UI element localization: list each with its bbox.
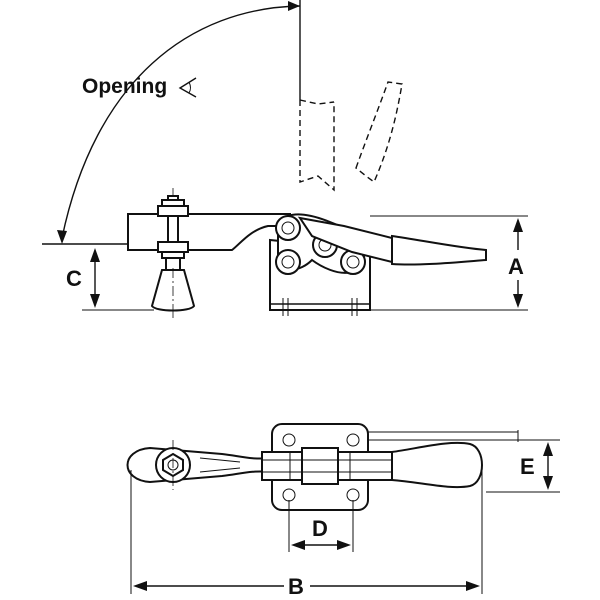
pivot-1 bbox=[275, 215, 301, 241]
top-arm bbox=[126, 446, 271, 484]
label-d: D bbox=[312, 516, 328, 541]
label-b: B bbox=[288, 574, 304, 599]
dimension-b bbox=[130, 466, 483, 598]
label-a: A bbox=[508, 254, 524, 279]
spindle-nut-top bbox=[157, 205, 189, 217]
opening-arc bbox=[57, 1, 301, 244]
clamp-arm bbox=[127, 213, 291, 251]
angle-icon bbox=[178, 77, 197, 98]
opening-label: Opening bbox=[82, 75, 167, 98]
handle-grip bbox=[391, 234, 487, 266]
open-handle-tilted bbox=[355, 81, 403, 184]
label-e: E bbox=[520, 454, 535, 479]
label-c: C bbox=[66, 266, 82, 291]
side-view: Opening bbox=[42, 0, 532, 318]
dimension-d bbox=[288, 500, 354, 552]
mount-hole-2 bbox=[346, 433, 360, 447]
open-arm-vertical bbox=[299, 100, 335, 192]
dimension-e bbox=[486, 439, 560, 493]
top-view: E D B bbox=[126, 423, 560, 599]
spindle-nut-bottom bbox=[157, 241, 189, 253]
top-handle bbox=[391, 441, 483, 489]
mount-hole-1 bbox=[282, 433, 296, 447]
dimension-c bbox=[82, 248, 154, 311]
pivot-3 bbox=[275, 249, 301, 275]
dimension-a bbox=[370, 215, 532, 311]
